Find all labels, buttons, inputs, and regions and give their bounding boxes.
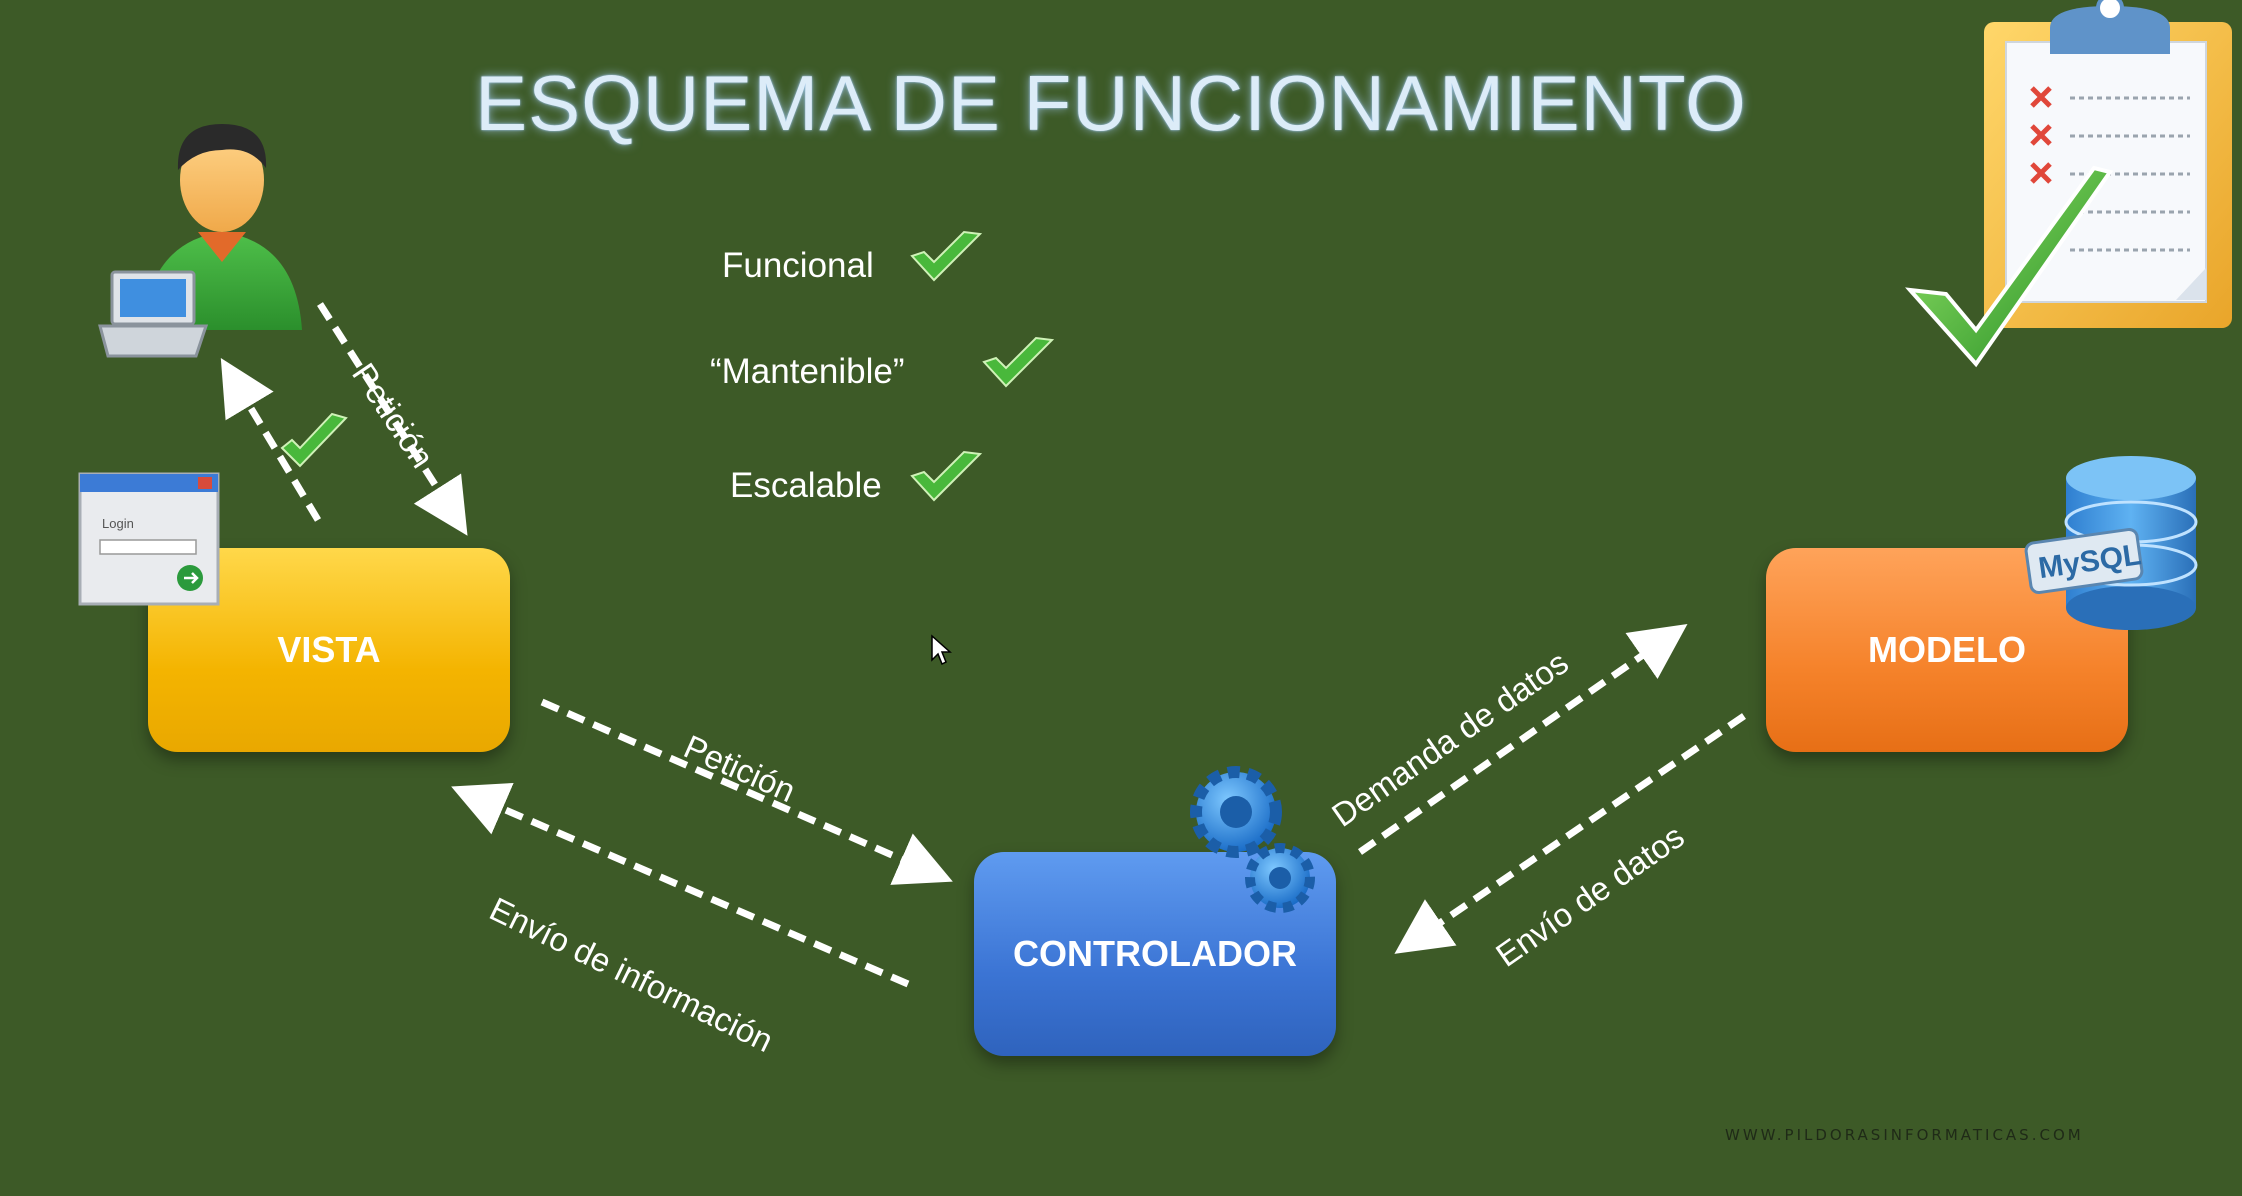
feature-funcional: Funcional bbox=[722, 246, 874, 285]
vista-label: VISTA bbox=[277, 629, 381, 670]
checkmark-icon bbox=[910, 230, 983, 282]
big-checkmark-icon bbox=[1905, 165, 2114, 368]
login-window-label: Login bbox=[102, 516, 134, 531]
watermark: WWW.PILDORASINFORMATICAS.COM bbox=[1725, 1126, 2084, 1144]
arrow-modelo-to-controlador bbox=[1394, 713, 1746, 954]
gears-icon bbox=[1190, 766, 1315, 913]
mysql-database-icon: MySQL bbox=[2024, 456, 2198, 630]
login-window-icon: Login bbox=[78, 472, 220, 606]
arrow-controlador-to-vista bbox=[451, 782, 910, 988]
checkmark-icon bbox=[280, 412, 348, 468]
user-with-laptop-icon bbox=[98, 124, 302, 358]
arrow-controlador-to-modelo bbox=[1358, 624, 1688, 855]
slide-title: ESQUEMA DE FUNCIONAMIENTO bbox=[0, 58, 2242, 149]
arrow-vista-to-controlador bbox=[540, 698, 953, 885]
modelo-label: MODELO bbox=[1868, 629, 2026, 670]
arrow-vista-to-user bbox=[220, 357, 322, 522]
checkmark-icon bbox=[910, 450, 983, 502]
slide-title-text: ESQUEMA DE FUNCIONAMIENTO bbox=[475, 59, 1747, 147]
feature-mantenible: “Mantenible” bbox=[710, 352, 905, 391]
arrow-user-to-vista bbox=[317, 302, 468, 536]
mouse-cursor-icon bbox=[931, 634, 952, 666]
feature-escalable: Escalable bbox=[730, 466, 882, 505]
controlador-label: CONTROLADOR bbox=[1013, 933, 1297, 974]
checkmark-icon bbox=[982, 336, 1055, 388]
